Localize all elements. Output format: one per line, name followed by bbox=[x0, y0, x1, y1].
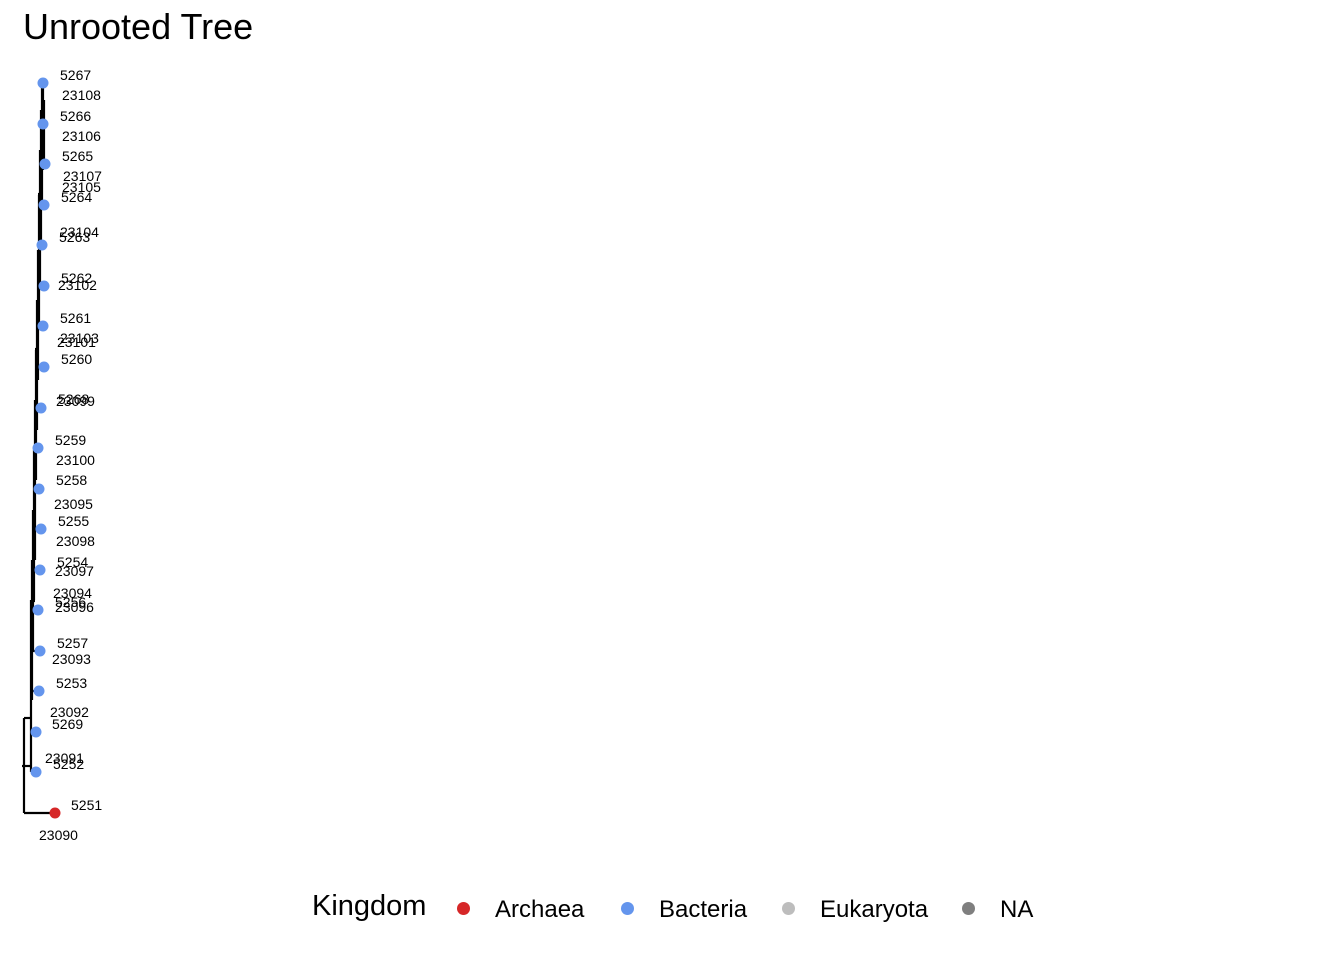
chart-title: Unrooted Tree bbox=[23, 6, 254, 47]
tip-label: 5266 bbox=[60, 108, 91, 124]
legend-dot-bacteria bbox=[621, 902, 634, 915]
tip-label: 5253 bbox=[56, 675, 87, 691]
tip-points bbox=[30, 77, 61, 819]
legend-label-bacteria: Bacteria bbox=[659, 896, 748, 923]
tip-label: 23096 bbox=[55, 599, 94, 615]
tip-label: 23107 bbox=[63, 168, 102, 184]
tip-point bbox=[33, 483, 45, 495]
tip-point bbox=[49, 807, 61, 819]
tip-label: 5259 bbox=[55, 432, 86, 448]
tip-label: 23104 bbox=[60, 224, 99, 240]
tip-label: 23102 bbox=[58, 277, 97, 293]
tip-label: 5257 bbox=[57, 635, 88, 651]
tip-label: 23100 bbox=[56, 452, 95, 468]
tip-point bbox=[38, 280, 50, 292]
tip-point bbox=[34, 564, 46, 576]
tip-label: 23108 bbox=[62, 87, 101, 103]
tip-point bbox=[39, 158, 51, 170]
tip-label: 5254 bbox=[57, 554, 88, 570]
tip-point bbox=[30, 766, 42, 778]
tip-label: 5263 bbox=[59, 229, 90, 245]
legend-title: Kingdom bbox=[312, 890, 427, 922]
tip-label: 23106 bbox=[62, 128, 101, 144]
legend-dot-archaea bbox=[457, 902, 470, 915]
tip-point bbox=[38, 361, 50, 373]
legend-label-eukaryota: Eukaryota bbox=[820, 896, 929, 923]
tip-label: 23098 bbox=[56, 533, 95, 549]
tip-label: 5264 bbox=[61, 189, 92, 205]
legend: Kingdom Archaea Bacteria Eukaryota NA bbox=[0, 888, 1344, 928]
tip-label: 5265 bbox=[62, 148, 93, 164]
legend-label-archaea: Archaea bbox=[495, 896, 585, 923]
tip-label: 5251 bbox=[71, 797, 102, 813]
tip-label: 23101 bbox=[57, 334, 96, 350]
tip-label: 23091 bbox=[45, 750, 84, 766]
tip-label: 23090 bbox=[39, 827, 78, 843]
tip-point bbox=[37, 320, 49, 332]
tip-label: 5258 bbox=[56, 472, 87, 488]
tip-label: 5267 bbox=[60, 67, 91, 83]
tip-point bbox=[32, 442, 44, 454]
tip-label: 5269 bbox=[52, 716, 83, 732]
tip-point bbox=[33, 685, 45, 697]
tip-point bbox=[30, 726, 42, 738]
tip-label: 5262 bbox=[61, 270, 92, 286]
tip-point bbox=[35, 523, 47, 535]
tip-label: 23093 bbox=[52, 651, 91, 667]
tip-label: 5256 bbox=[55, 594, 86, 610]
tip-label: 5268 bbox=[58, 391, 89, 407]
tip-label: 5260 bbox=[61, 351, 92, 367]
legend-dot-eukaryota bbox=[782, 902, 795, 915]
tip-point bbox=[37, 77, 49, 89]
tip-label: 5255 bbox=[58, 513, 89, 529]
tip-label: 23103 bbox=[60, 330, 99, 346]
tip-label: 23094 bbox=[53, 585, 92, 601]
tip-point bbox=[38, 199, 50, 211]
legend-dot-na bbox=[962, 902, 975, 915]
tip-point bbox=[32, 604, 44, 616]
tip-point bbox=[36, 239, 48, 251]
tip-label: 5252 bbox=[53, 756, 84, 772]
tip-label: 23105 bbox=[62, 179, 101, 195]
tip-point bbox=[35, 402, 47, 414]
tip-label: 23095 bbox=[54, 496, 93, 512]
tip-point bbox=[37, 118, 49, 130]
tip-label: 23097 bbox=[55, 563, 94, 579]
tip-point bbox=[34, 645, 46, 657]
tip-label: 5261 bbox=[60, 310, 91, 326]
tip-label: 23092 bbox=[50, 704, 89, 720]
legend-label-na: NA bbox=[1000, 896, 1034, 923]
tip-label: 23099 bbox=[56, 393, 95, 409]
